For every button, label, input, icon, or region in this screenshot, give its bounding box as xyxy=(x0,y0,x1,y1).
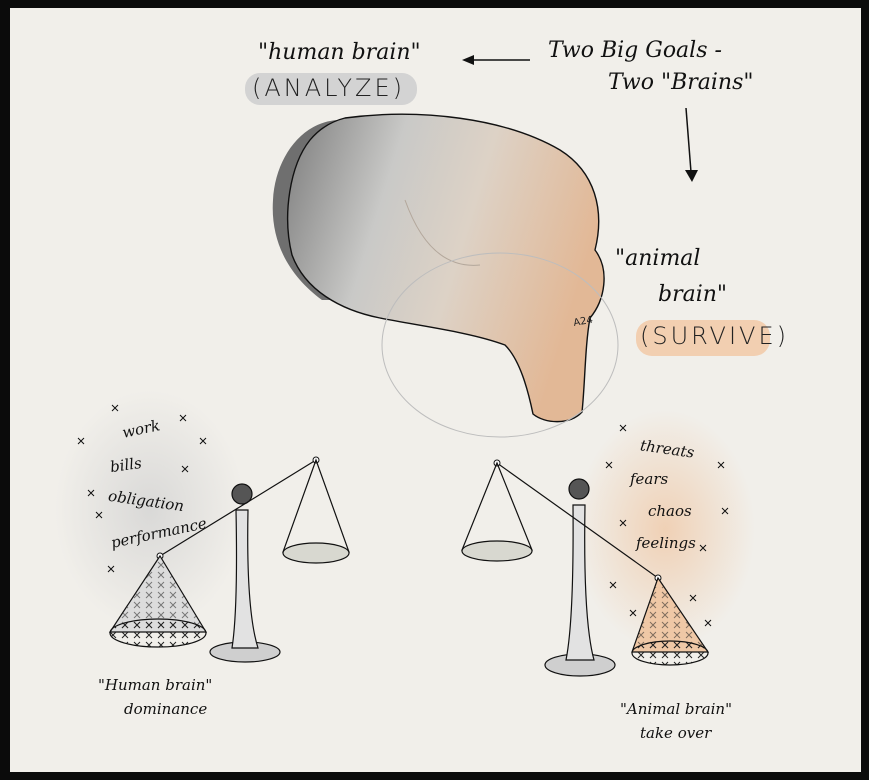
left-arrow xyxy=(462,55,530,65)
title-line-1: Two Big Goals - xyxy=(548,38,722,63)
survive-label: (SURVIVE) xyxy=(640,322,789,350)
right-word-2: fears xyxy=(630,470,668,488)
signature: A24 xyxy=(573,315,594,329)
left-caption-2: dominance xyxy=(124,700,207,718)
right-word-3: chaos xyxy=(648,502,692,520)
right-caption-2: take over xyxy=(640,724,711,742)
right-word-4: feelings xyxy=(636,534,696,552)
right-caption-1: "Animal brain" xyxy=(620,700,732,718)
brain-drawing xyxy=(273,114,618,437)
title-line-2: Two "Brains" xyxy=(608,70,754,95)
analyze-label: (ANALYZE) xyxy=(252,74,405,102)
down-arrow xyxy=(685,108,698,182)
animal-brain-label-2: brain" xyxy=(658,282,727,307)
left-caption-1: "Human brain" xyxy=(98,676,212,694)
animal-brain-label-1: "animal xyxy=(615,246,700,271)
human-brain-label: "human brain" xyxy=(258,40,421,65)
